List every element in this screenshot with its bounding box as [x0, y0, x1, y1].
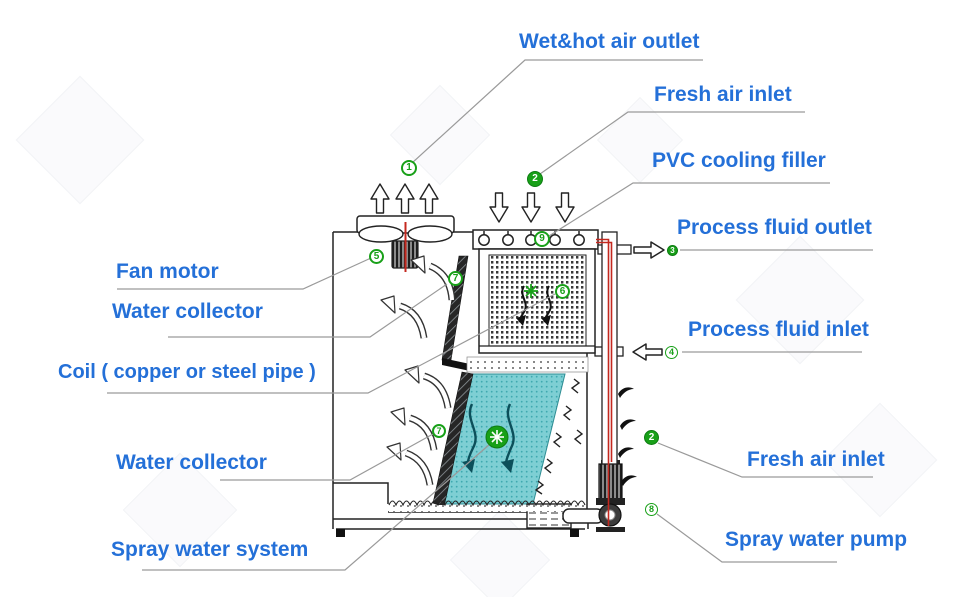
riser-pipe	[596, 231, 618, 526]
leader-lines	[107, 59, 873, 571]
label-process-fluid-inlet: Process fluid inlet	[688, 318, 869, 341]
water-surface-wave	[388, 500, 586, 507]
label-process-fluid-outlet: Process fluid outlet	[677, 216, 872, 239]
badge-7-upper: 7	[448, 271, 463, 286]
badge-3: 3	[667, 245, 678, 256]
fan-assembly	[356, 215, 455, 272]
badge-1: 1	[401, 160, 417, 176]
outlet-arrow	[633, 241, 665, 259]
badge-7-lower: 7	[432, 424, 446, 438]
label-fan-motor: Fan motor	[116, 260, 219, 283]
coil-flow-arrowhead	[541, 315, 551, 326]
label-fresh-air-inlet-right: Fresh air inlet	[747, 448, 885, 471]
coil-flow-arrowhead	[516, 315, 526, 326]
air-flow-arrows	[380, 255, 456, 486]
badge-8: 8	[645, 503, 658, 516]
spray-water-symbol	[485, 425, 509, 449]
badge-5: 5	[369, 249, 384, 264]
louver-vanes	[618, 387, 637, 486]
watermark	[15, 75, 938, 597]
air-inlet-arrows	[489, 192, 575, 223]
label-water-collector-lower: Water collector	[116, 451, 267, 474]
pump-suction-pipe	[562, 508, 604, 524]
badge-4: 4	[665, 346, 678, 359]
label-coil: Coil ( copper or steel pipe )	[58, 361, 316, 383]
badge-6: 6	[555, 284, 570, 299]
label-spray-water-pump: Spray water pump	[725, 528, 908, 551]
label-pvc-cooling-filler: PVC cooling filler	[652, 149, 826, 172]
label-fresh-air-inlet-top: Fresh air inlet	[654, 83, 792, 106]
air-outlet-arrows	[370, 183, 439, 214]
eliminator-zigzags	[534, 378, 584, 495]
drift-band	[466, 356, 589, 373]
label-spray-water-system: Spray water system	[111, 538, 309, 561]
label-water-collector-upper: Water collector	[112, 300, 263, 323]
badge-2-top: 2	[527, 171, 543, 187]
coil-spray-symbol	[524, 284, 538, 298]
label-wet-hot-air-outlet: Wet&hot air outlet	[519, 30, 700, 53]
badge-2-right: 2	[644, 430, 659, 445]
spray-pump-graphic	[562, 460, 625, 532]
badge-9: 9	[534, 231, 550, 247]
tower-feet	[336, 529, 579, 537]
inlet-arrow	[632, 343, 663, 361]
process-fluid-arrows	[632, 241, 665, 361]
